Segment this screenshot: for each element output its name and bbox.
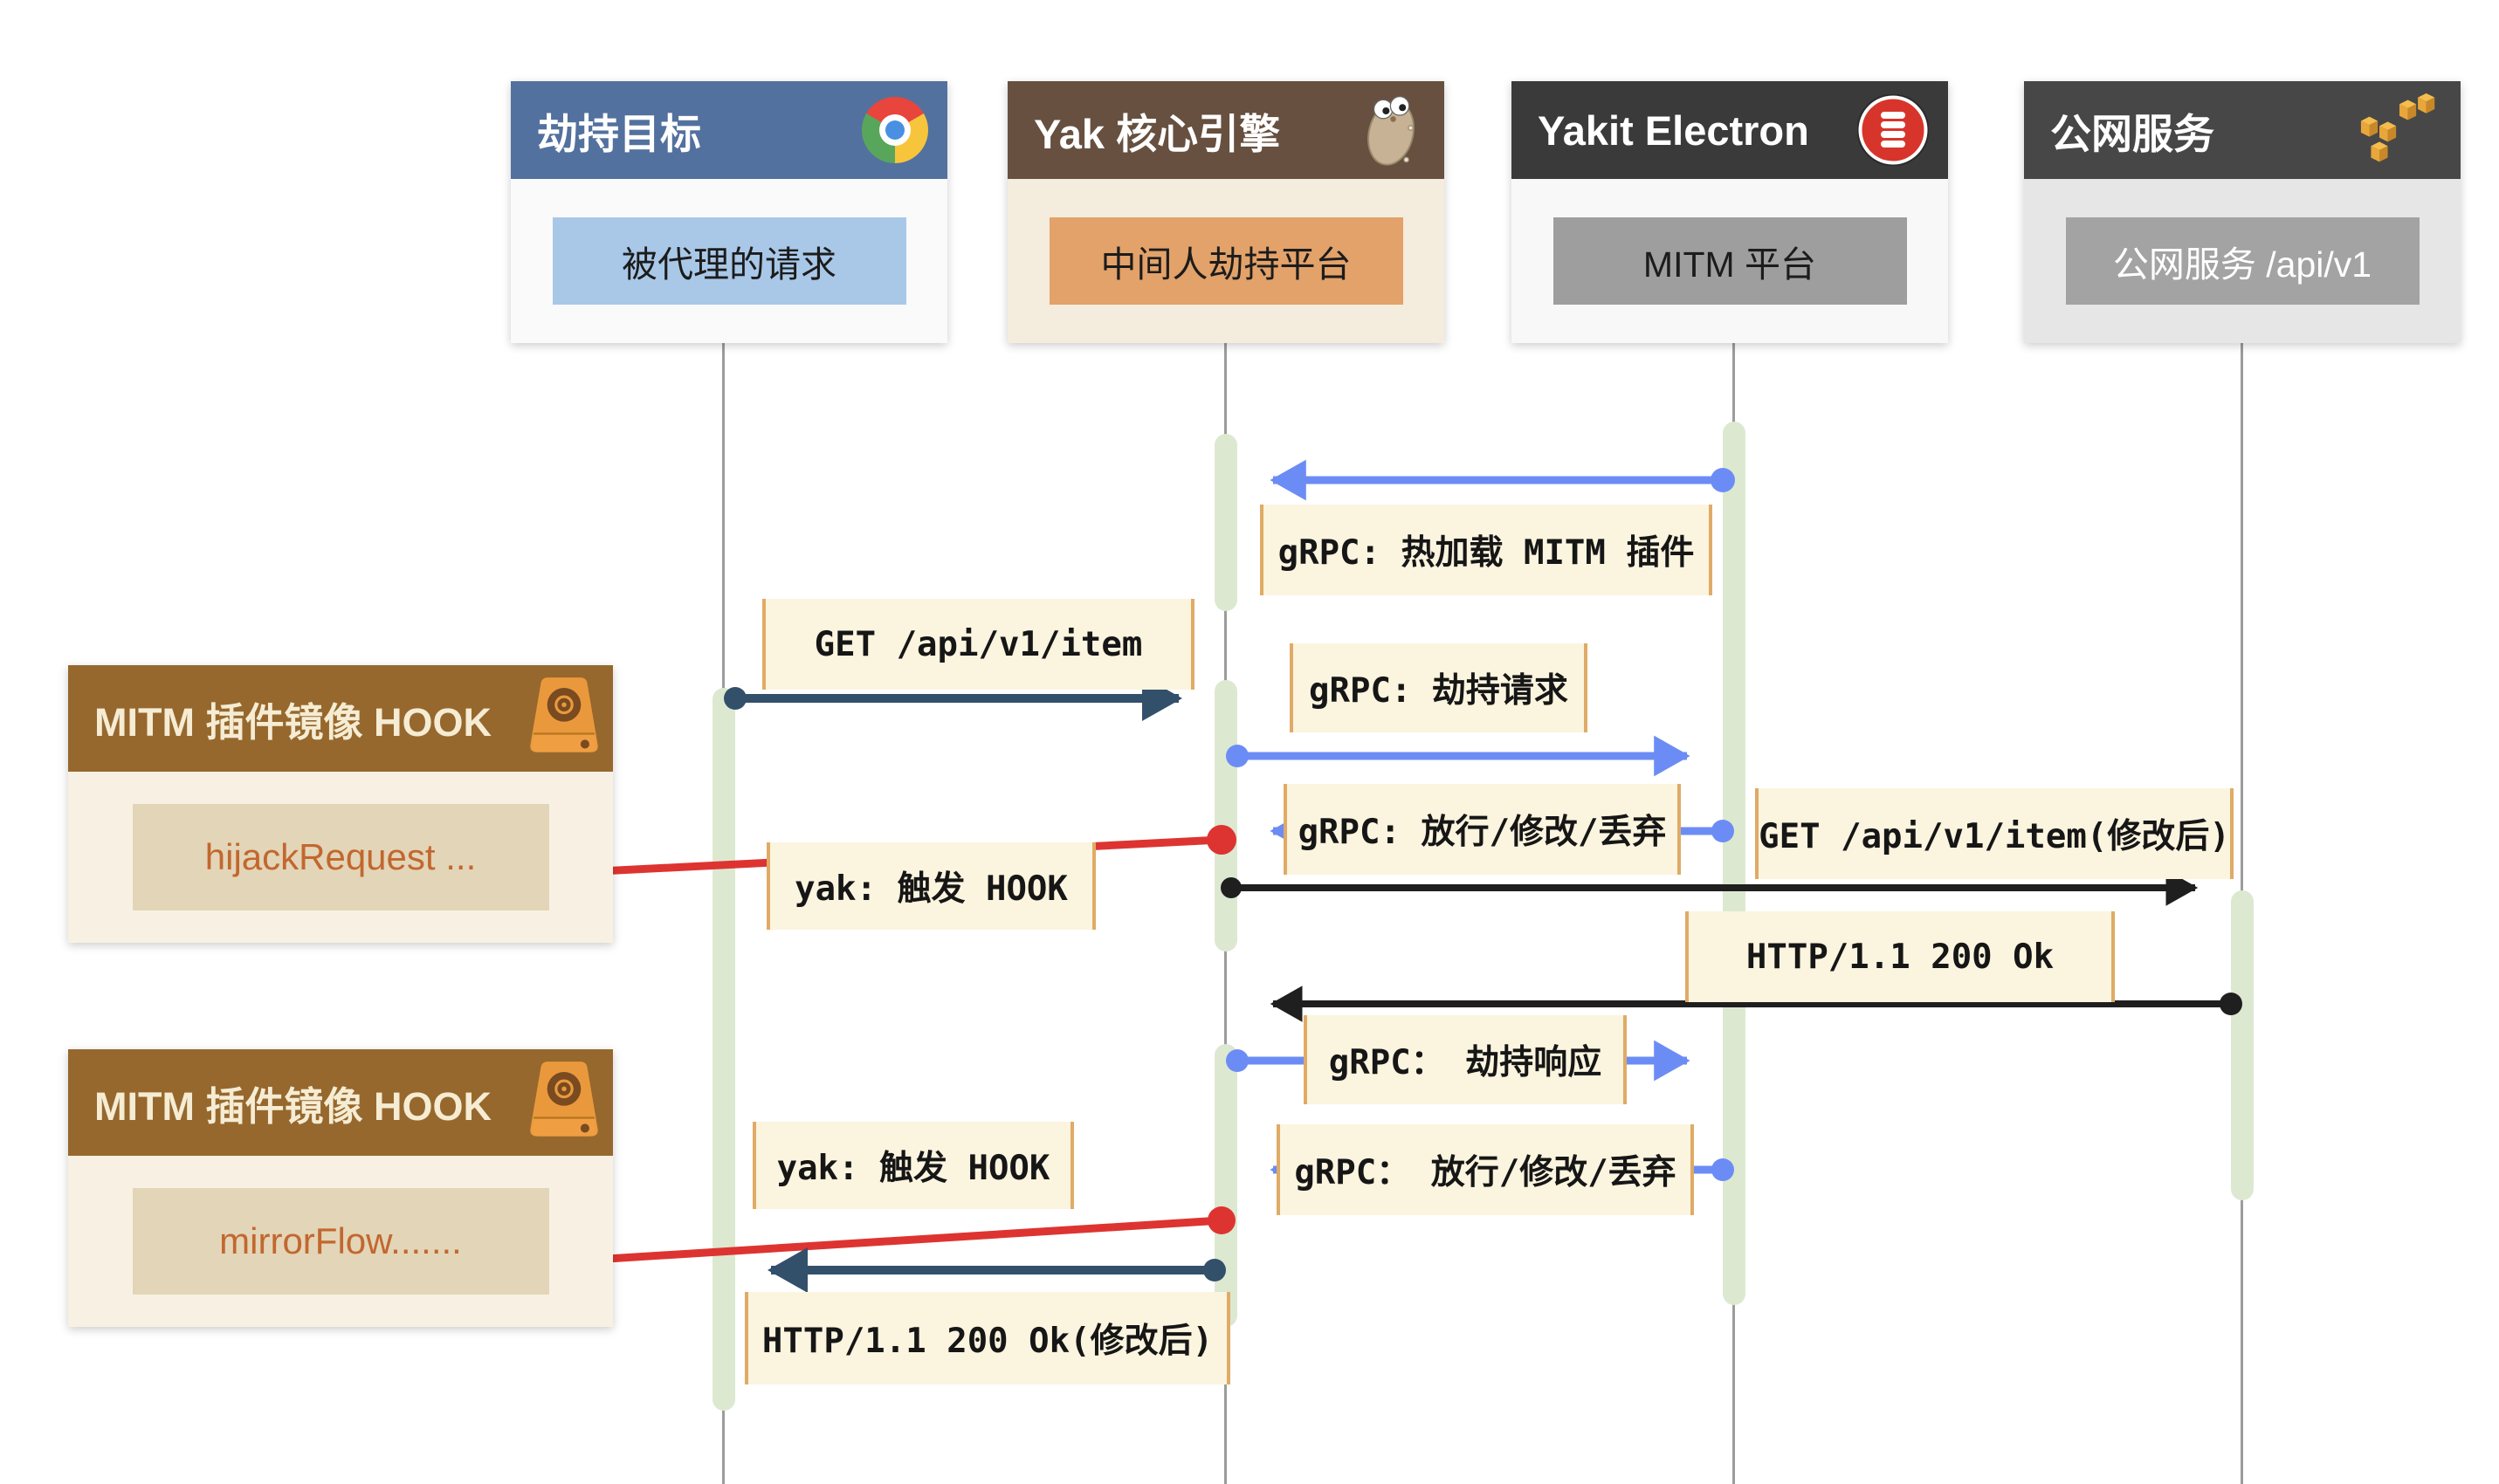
hook-box-mirror-flow: MITM 插件镜像 HOOK mirrorFlow....... xyxy=(68,1049,613,1327)
participant-yakit-electron: Yakit Electron MITM 平台 xyxy=(1511,81,1948,343)
message-label: gRPC: 放行/修改/丢弃 xyxy=(1284,784,1681,875)
hook-link-mirror-flow xyxy=(554,1206,1236,1274)
message-label: yak: 触发 HOOK xyxy=(753,1122,1074,1209)
message-label: GET /api/v1/item(修改后) xyxy=(1755,788,2234,879)
chrome-icon xyxy=(862,97,928,163)
message-label: yak: 触发 HOOK xyxy=(767,842,1096,930)
hook-box-hijack-request: MITM 插件镜像 HOOK hijackRequest ... xyxy=(68,665,613,943)
message-label: GET /api/v1/item xyxy=(762,599,1194,690)
yakit-icon xyxy=(1857,94,1929,166)
gopher-icon xyxy=(1357,92,1425,168)
activation-target xyxy=(713,688,735,1411)
arrow-http-200 xyxy=(1270,986,2242,1022)
participant-title: Yakit Electron xyxy=(1538,106,1809,154)
participant-tag: 中间人劫持平台 xyxy=(1049,217,1403,305)
hook-function-tag: hijackRequest ... xyxy=(132,804,549,910)
arrow-grpc-hijack-request xyxy=(1226,735,1690,777)
message-label: gRPC: 热加载 MITM 插件 xyxy=(1260,505,1712,595)
arrow-get-item xyxy=(724,676,1183,722)
arrow-http-200-modified xyxy=(767,1247,1226,1293)
message-label: HTTP/1.1 200 Ok(修改后) xyxy=(745,1292,1230,1384)
message-label: gRPC: 劫持请求 xyxy=(1290,643,1587,732)
participant-tag: 被代理的请求 xyxy=(552,217,906,305)
activation-yakit xyxy=(1723,422,1745,1305)
hook-title: MITM 插件镜像 HOOK xyxy=(94,699,492,745)
speaker-icon xyxy=(524,673,604,764)
hook-function-tag: mirrorFlow....... xyxy=(132,1188,549,1295)
participant-yak-engine: Yak 核心引擎 中间人劫持平台 xyxy=(1008,81,1444,343)
message-label: gRPC： 劫持响应 xyxy=(1304,1015,1627,1104)
arrow-get-item-modified xyxy=(1221,869,2199,906)
arrow-grpc-hot-reload xyxy=(1270,459,1735,501)
participant-tag: MITM 平台 xyxy=(1552,217,1907,305)
participant-title: 公网服务 xyxy=(2050,110,2214,157)
participant-title: Yak 核心引擎 xyxy=(1034,110,1281,157)
hook-title: MITM 插件镜像 HOOK xyxy=(94,1083,492,1129)
activation-yak-1 xyxy=(1215,434,1237,611)
speaker-icon xyxy=(524,1057,604,1148)
message-label: gRPC： 放行/修改/丢弃 xyxy=(1277,1124,1694,1215)
participant-hijack-target: 劫持目标 被代理的请求 xyxy=(511,81,947,343)
participant-tag: 公网服务 /api/v1 xyxy=(2065,217,2420,305)
message-label: HTTP/1.1 200 Ok xyxy=(1685,911,2115,1002)
activation-yak-2 xyxy=(1215,680,1237,952)
activation-public xyxy=(2231,890,2254,1200)
aws-cubes-icon xyxy=(2358,90,2441,170)
participant-public-service: 公网服务 公网服务 / xyxy=(2024,81,2461,343)
participant-title: 劫持目标 xyxy=(537,110,701,157)
